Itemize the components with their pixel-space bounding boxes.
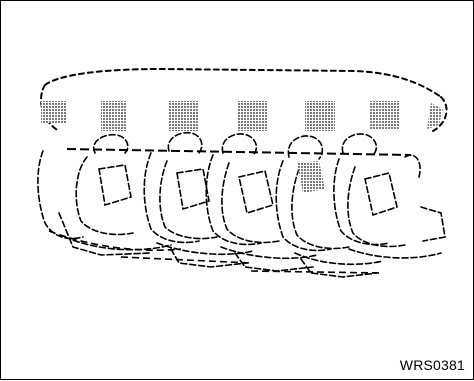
seat-4 [276,136,383,277]
airbag-patch [237,101,267,131]
airbag-patch [369,101,399,129]
airbag-patches [41,101,443,131]
figure-code-label: WRS0381 [400,357,465,373]
airbag-patch [101,101,127,131]
seat-5 [334,134,445,258]
airbag-patch [41,101,67,123]
seat-4-shaded-detail [297,161,325,193]
seat-3 [206,134,317,271]
airbag-patch [305,101,335,131]
roof-rail [67,149,411,155]
airbag-patch [169,101,199,131]
